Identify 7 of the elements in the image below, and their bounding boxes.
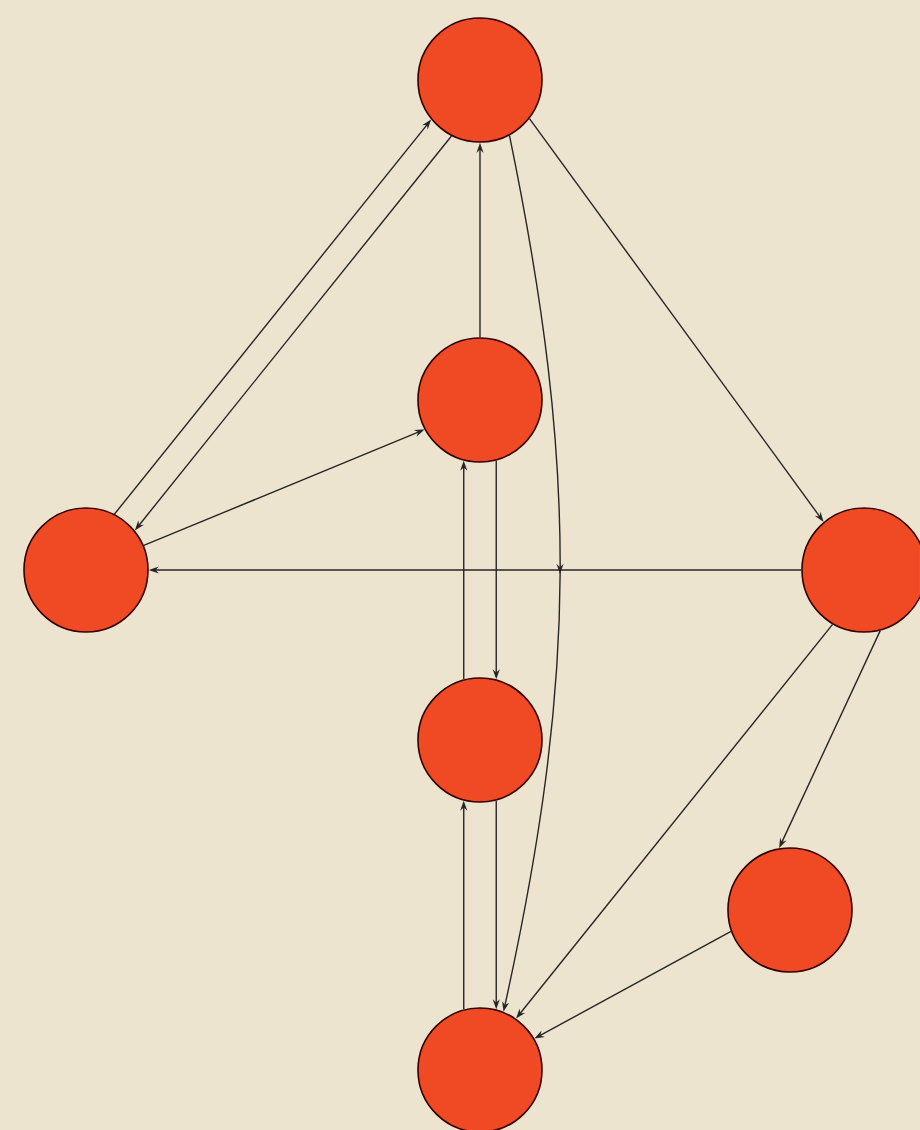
- circle-node: [417, 17, 543, 143]
- circle-node: [801, 507, 920, 633]
- circle-node: [417, 337, 543, 463]
- circle-node: [417, 1007, 543, 1130]
- circle-node: [23, 507, 149, 633]
- circle-node: [727, 847, 853, 973]
- circle-node: [417, 677, 543, 803]
